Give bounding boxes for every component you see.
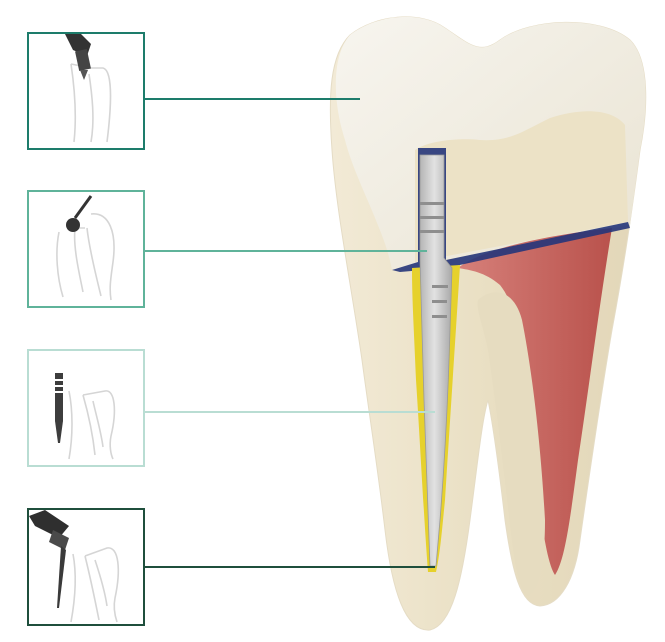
post-insert-icon [29, 351, 143, 465]
reamer-drill-icon [29, 510, 143, 624]
drill-access-icon [29, 34, 143, 148]
step-1-box [27, 32, 145, 150]
step-3-box [27, 349, 145, 467]
leader-line-step-2 [145, 250, 427, 252]
leader-line-step-1 [145, 98, 360, 100]
round-bur-icon [29, 192, 143, 306]
step-2-box [27, 190, 145, 308]
leader-line-step-4 [145, 566, 435, 568]
step-4-box [27, 508, 145, 626]
leader-line-step-3 [145, 411, 435, 413]
